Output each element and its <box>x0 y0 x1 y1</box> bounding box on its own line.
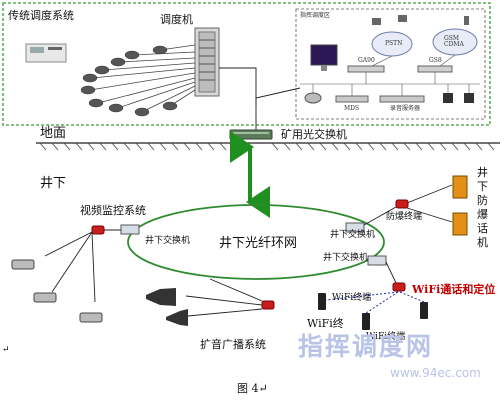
wifi-dashed-links <box>325 291 425 314</box>
watermark-title: 指挥调度网 <box>298 332 434 361</box>
recording-server-device <box>379 95 425 103</box>
gs8-device <box>417 65 453 73</box>
ga90-device <box>347 65 385 73</box>
command-phones <box>443 93 474 103</box>
explosion-proof-phone-icon <box>452 175 468 236</box>
watermark-url: www.94ec.com <box>390 366 481 380</box>
wifi-terminal-label-2: WiFi终 <box>307 317 344 330</box>
console-icon <box>25 43 67 63</box>
command-lines <box>300 54 480 96</box>
dispatch-phone-lines <box>89 44 196 113</box>
figure-caption: 图 4↵ <box>237 382 268 395</box>
gsm-cdma-label: GSM CDMA <box>444 35 464 48</box>
mds-label: MDS <box>344 105 360 112</box>
dispatcher-to-switch-line <box>219 67 257 107</box>
monitor-icon <box>310 44 338 71</box>
command-to-switch-line <box>255 87 301 134</box>
gs8-label: GS8 <box>429 57 442 64</box>
ground-hatch <box>39 142 495 151</box>
wifi-terminal-label: WiFi终端 <box>332 293 372 303</box>
camera-icon <box>11 259 103 323</box>
traditional-dispatch-label: 传统调度系统 <box>8 9 74 22</box>
dispatcher-label: 调度机 <box>160 13 193 26</box>
mds-device <box>335 95 369 103</box>
surface-dispatch-area <box>2 2 491 126</box>
command-area-label: 指挥调度区 <box>300 12 331 19</box>
speaker-icon <box>146 288 188 326</box>
pstn-label: PSTN <box>385 40 403 47</box>
ring-network-label: 井下光纤环网 <box>219 236 298 251</box>
desk-phone-icons <box>372 15 469 25</box>
underground-switch-icon <box>120 224 140 235</box>
dispatch-phones <box>80 45 178 117</box>
broadcast-label: 扩音广播系统 <box>200 338 266 351</box>
ground-label: 地面 <box>40 126 67 141</box>
recording-server-label: 录音服务器 <box>390 105 421 112</box>
wifi-handset-icon <box>318 293 428 330</box>
mine-optical-switch-icon <box>229 129 273 140</box>
paragraph-mark: ↵ <box>2 345 10 355</box>
video-monitor-label: 视频监控系统 <box>80 204 146 217</box>
underground-switch-icon <box>345 222 365 233</box>
dispatcher-rack-icon <box>194 27 220 97</box>
ga90-label: GA90 <box>358 57 375 64</box>
underground-switch-label-right-top: 井下交换机 <box>330 230 376 240</box>
mine-switch-label: 矿用光交换机 <box>281 128 347 141</box>
router-icon <box>304 92 322 104</box>
explosion-proof-phone-label: 井 下 防 爆 话 机 <box>477 166 488 249</box>
explosion-proof-terminal-label: 防爆终端 <box>386 212 423 222</box>
underground-label: 井下 <box>40 176 67 191</box>
underground-switch-icon <box>367 255 387 266</box>
explosion-proof-terminal-icon <box>91 199 409 310</box>
underground-switch-label-right-bottom: 井下交换机 <box>323 253 369 263</box>
fiber-ring-network <box>127 204 385 280</box>
wifi-terminal-label-3: WiFi终端 <box>366 332 406 342</box>
wifi-comm-location-label: WiFi通话和定位 <box>412 283 496 296</box>
underground-switch-label-left: 井下交换机 <box>145 236 191 246</box>
command-area-box <box>295 8 486 120</box>
